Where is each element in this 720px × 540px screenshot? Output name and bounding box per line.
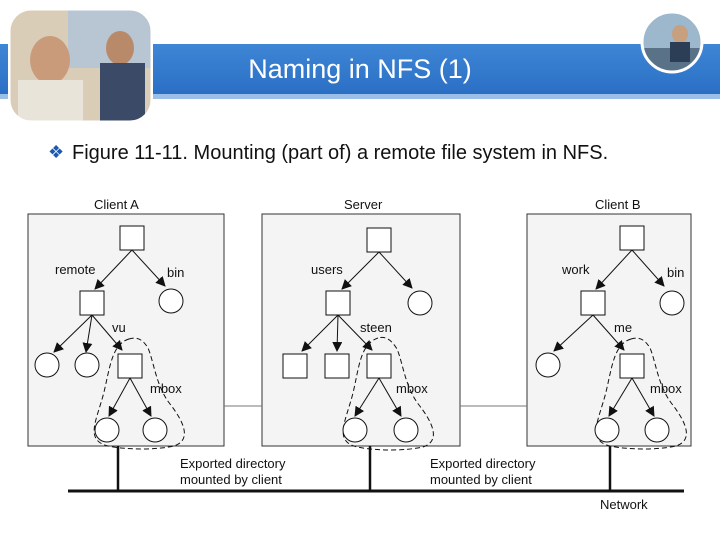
slide-title: Naming in NFS (1) <box>248 54 472 84</box>
client-b-mbox-leaf <box>644 417 670 443</box>
client-b-mbox-label: mbox <box>650 381 682 396</box>
client-b-mounted-outline <box>595 337 687 450</box>
client-a-label: Client A <box>94 197 139 212</box>
server-mbox-leaf <box>393 417 419 443</box>
client-b-label: Client B <box>595 197 641 212</box>
server-mbox-leaf <box>342 417 368 443</box>
client-a-bin-label: bin <box>167 265 184 280</box>
person-at-computer-photo <box>640 10 704 74</box>
client-a-remote-label: remote <box>55 262 95 277</box>
client-b-root-node <box>619 225 645 251</box>
server-root-node <box>366 227 392 253</box>
client-a-mbox-leaf <box>142 417 168 443</box>
client-a-root-node <box>119 225 145 251</box>
client-b-bin-label: bin <box>667 265 684 280</box>
exported-label-2-line2: mounted by client <box>430 472 532 487</box>
title-bar-stripe <box>0 94 720 99</box>
client-a-panel <box>27 213 225 447</box>
client-b-leaf-node <box>535 352 561 378</box>
business-people-photo <box>8 8 153 123</box>
client-a-mbox-label: mbox <box>150 381 182 396</box>
server-exported-outline <box>342 336 434 451</box>
exported-label-2-line1: Exported directory <box>430 456 536 471</box>
client-b-bin-node <box>659 290 685 316</box>
client-b-mbox-leaf <box>594 417 620 443</box>
figure-caption: Figure 11-11. Mounting (part of) a remot… <box>72 142 609 164</box>
client-b-work-node <box>580 290 606 316</box>
client-a-mounted-outline <box>93 337 185 450</box>
client-a-mbox-leaf <box>94 417 120 443</box>
client-a-vu-label: vu <box>112 320 126 335</box>
network-label: Network <box>600 497 648 512</box>
server-steen-node <box>366 353 392 379</box>
client-a-leaf-node <box>74 352 100 378</box>
server-users-label: users <box>311 262 343 277</box>
server-steen-label: steen <box>360 320 392 335</box>
client-a-leaf-node <box>34 352 60 378</box>
diamond-bullet-icon: ❖ <box>48 142 65 162</box>
exported-label-1-line2: mounted by client <box>180 472 282 487</box>
client-b-me-label: me <box>614 320 632 335</box>
server-label: Server <box>344 197 383 212</box>
exported-label-1-line1: Exported directory <box>180 456 286 471</box>
client-a-vu-node <box>117 353 143 379</box>
nfs-mount-diagram: Client A Server Client B remote bin vu m… <box>27 197 692 512</box>
client-b-me-node <box>619 353 645 379</box>
client-a-remote-node <box>79 290 105 316</box>
server-dir-node <box>282 353 308 379</box>
server-leaf-node <box>407 290 433 316</box>
client-b-work-label: work <box>561 262 590 277</box>
client-a-bin-node <box>158 288 184 314</box>
server-dir-node <box>324 353 350 379</box>
server-users-node <box>325 290 351 316</box>
server-mbox-label: mbox <box>396 381 428 396</box>
client-b-panel <box>526 213 692 447</box>
